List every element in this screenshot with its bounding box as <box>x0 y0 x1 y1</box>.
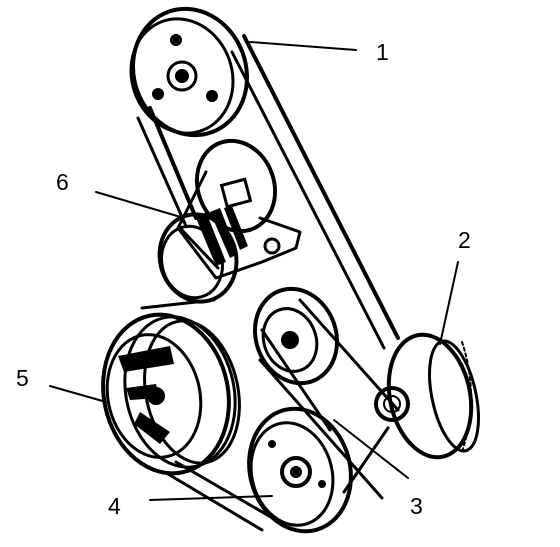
pulley-2-ribbed <box>374 332 480 460</box>
callout-1-label: 1 <box>376 39 389 65</box>
callout-4-label: 4 <box>108 493 121 519</box>
idler-pulley-3 <box>252 286 340 386</box>
leader-5 <box>49 385 107 403</box>
serpentine-belt <box>136 34 400 532</box>
leader-6 <box>95 191 185 219</box>
callout-2-label: 2 <box>458 227 471 253</box>
tensioner-6 <box>157 138 302 304</box>
leader-4 <box>149 495 273 501</box>
callout-labels: 1 2 3 4 5 6 <box>16 39 471 519</box>
callout-5-label: 5 <box>16 365 29 391</box>
pulley-1-top <box>129 6 249 138</box>
leader-1 <box>249 41 357 51</box>
crankshaft-pulley-5 <box>101 312 241 476</box>
callout-leaders <box>49 41 459 501</box>
pulley-4-bottom <box>247 406 353 534</box>
callout-3-label: 3 <box>410 493 423 519</box>
leader-2 <box>439 261 459 345</box>
leader-3 <box>333 419 409 479</box>
callout-6-label: 6 <box>56 169 69 195</box>
